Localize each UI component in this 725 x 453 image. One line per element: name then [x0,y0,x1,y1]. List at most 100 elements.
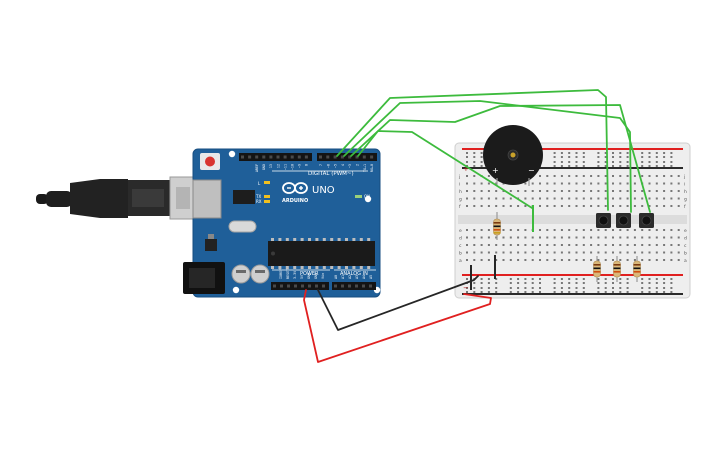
capacitor-2 [250,264,270,284]
row-letter: b [684,251,687,257]
digital-header[interactable] [239,153,377,161]
analog-header-label: ANALOG IN [340,271,368,277]
pin-label: 2 [356,164,360,166]
pin-label: IOREF [279,269,283,279]
pin-label: 13 [269,164,273,168]
led-tx-label: TX [255,194,261,199]
piezo-buzzer[interactable]: + − [483,125,543,185]
row-letter: e [459,229,462,234]
pushbutton-2[interactable] [616,213,631,228]
power-wires[interactable] [303,275,492,363]
led-l-label: L [258,181,261,186]
reset-button[interactable] [200,153,220,170]
led-l [264,181,270,184]
pin-label: ~5 [334,164,338,168]
row-letter: d [459,236,462,242]
pin-label: A2 [348,275,352,279]
row-letter: i [459,182,460,188]
power-analog-header[interactable] [271,282,376,290]
rail-bottom-red-line [462,274,683,276]
resistor-2[interactable] [613,256,621,282]
wire-black-gnd[interactable] [317,275,479,331]
rail-minus-label: − [463,284,469,292]
led-tx [264,195,270,198]
pin-label: ~10 [291,164,295,170]
pin-label: TX→1 [363,164,367,172]
row-letter: f [684,204,686,210]
pin-label: A5 [369,275,373,279]
row-letter: c [684,244,687,249]
row-letter: g [459,198,462,203]
pin-label: A0 [334,275,338,279]
mount-hole [228,150,236,158]
pushbutton-3[interactable] [639,213,654,228]
rail-top-red-line [462,148,683,150]
row-letter: g [684,198,687,203]
arduino-uno-board[interactable]: DIGITAL (PWM~) POWER ANALOG IN ARDUINO U… [183,148,381,298]
wire-green-4[interactable] [357,130,533,209]
row-letter: h [459,189,462,195]
row-letter: c [459,244,462,249]
power-header-label: POWER [300,271,319,277]
led-rx [264,200,270,203]
usb-jack [192,179,222,219]
pin-label: GND [307,273,311,279]
row-letter: a [684,259,687,264]
pin-label: ~3 [348,164,352,168]
resistor-1[interactable] [593,256,601,282]
pin-label: ~9 [298,164,302,168]
pin-label: Vin [321,273,325,279]
led-on [355,195,362,198]
row-letter: f [459,204,461,210]
pin-label: 7 [319,164,323,166]
pin-label: GND [262,164,266,170]
pushbutton-1[interactable] [596,213,611,228]
arduino-logo [282,182,308,194]
row-letter: b [459,251,462,257]
wire-green-2[interactable] [343,100,632,213]
capacitor-1 [231,264,251,284]
resistor-3[interactable] [633,256,641,282]
pin-label: RX←0 [370,164,374,172]
crystal [228,220,257,233]
pin-label: 8 [305,164,309,166]
pin-label: A1 [341,275,345,279]
pin-label: RESET [286,269,290,279]
led-on-label: ON [364,194,370,199]
pin-label: 12 [276,164,280,168]
pin-label: GND [314,273,318,279]
breadboard-channel [458,215,687,224]
row-letter: a [459,259,462,264]
pin-label: 4 [341,164,345,166]
led-rx-label: RX [256,199,262,204]
wire-red-5v[interactable] [303,289,492,363]
brand-label: ARDUINO [282,198,308,204]
usb-chip [233,190,255,204]
buzzer-minus-label: − [528,166,535,175]
mount-hole [364,195,372,203]
buzzer-plus-label: + [492,166,499,175]
voltage-regulator [205,239,217,251]
digital-header-label: DIGITAL (PWM~) [308,171,354,177]
row-letter: e [684,229,687,234]
wire-green-3[interactable] [350,104,651,213]
rail-top-black-line [462,167,683,169]
resistor-left[interactable] [493,212,501,240]
row-letter: j [683,174,685,180]
row-letter: i [684,182,685,188]
green-wires[interactable] [336,89,651,213]
row-letter: j [458,174,460,180]
wire-green-1[interactable] [336,89,609,211]
atmega-chip [268,238,375,269]
usb-cable[interactable] [36,176,197,220]
row-letter: d [684,236,687,242]
pin-label: ~11 [283,164,287,170]
pin-label: A4 [362,275,366,279]
mount-hole [232,286,240,294]
pin-label: 5V [300,275,304,279]
rail-bottom-black-line [462,293,683,295]
model-label: UNO [312,185,335,196]
